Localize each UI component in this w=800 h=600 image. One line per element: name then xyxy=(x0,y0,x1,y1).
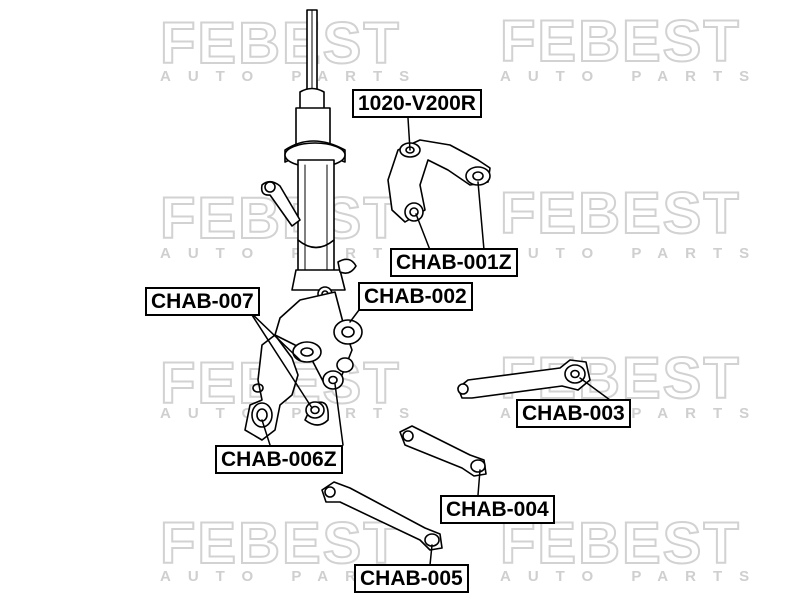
leader-lines xyxy=(249,117,611,566)
part-label-chab-003: CHAB-003 xyxy=(516,399,631,428)
watermark-subtext: AUTO PARTS xyxy=(160,68,427,85)
part-label-chab-002: CHAB-002 xyxy=(358,282,473,311)
steering-knuckle xyxy=(244,291,353,441)
watermark-subtext: AUTO PARTS xyxy=(500,68,767,85)
upper-control-arm xyxy=(387,139,491,223)
watermark-logo: FEBEST xyxy=(499,8,741,75)
part-label-chab-001z: CHAB-001Z xyxy=(390,248,518,277)
watermark-subtext: AUTO PARTS xyxy=(160,568,427,585)
bushing-chab-002 xyxy=(322,319,363,390)
part-label-chab-004: CHAB-004 xyxy=(440,495,555,524)
lower-arm-chab-003 xyxy=(457,359,591,399)
stabilizer-link xyxy=(260,180,357,274)
watermark-logo: FEBEST xyxy=(159,10,401,77)
part-label-chab-005: CHAB-005 xyxy=(354,564,469,593)
part-label-chab-006z: CHAB-006Z xyxy=(215,445,343,474)
lateral-link-chab-004 xyxy=(399,425,487,477)
strut-assembly xyxy=(284,9,346,302)
watermark-subtext: AUTO PARTS xyxy=(500,245,767,262)
watermark-subtext: AUTO PARTS xyxy=(160,405,427,422)
watermark-subtext: AUTO PARTS xyxy=(500,568,767,585)
part-label-1020-v200r: 1020-V200R xyxy=(352,89,482,118)
part-label-chab-007: CHAB-007 xyxy=(145,287,260,316)
watermark-subtext: AUTO PARTS xyxy=(160,245,427,262)
lateral-link-chab-005 xyxy=(321,481,443,551)
watermark-logo: FEBEST xyxy=(499,180,741,247)
